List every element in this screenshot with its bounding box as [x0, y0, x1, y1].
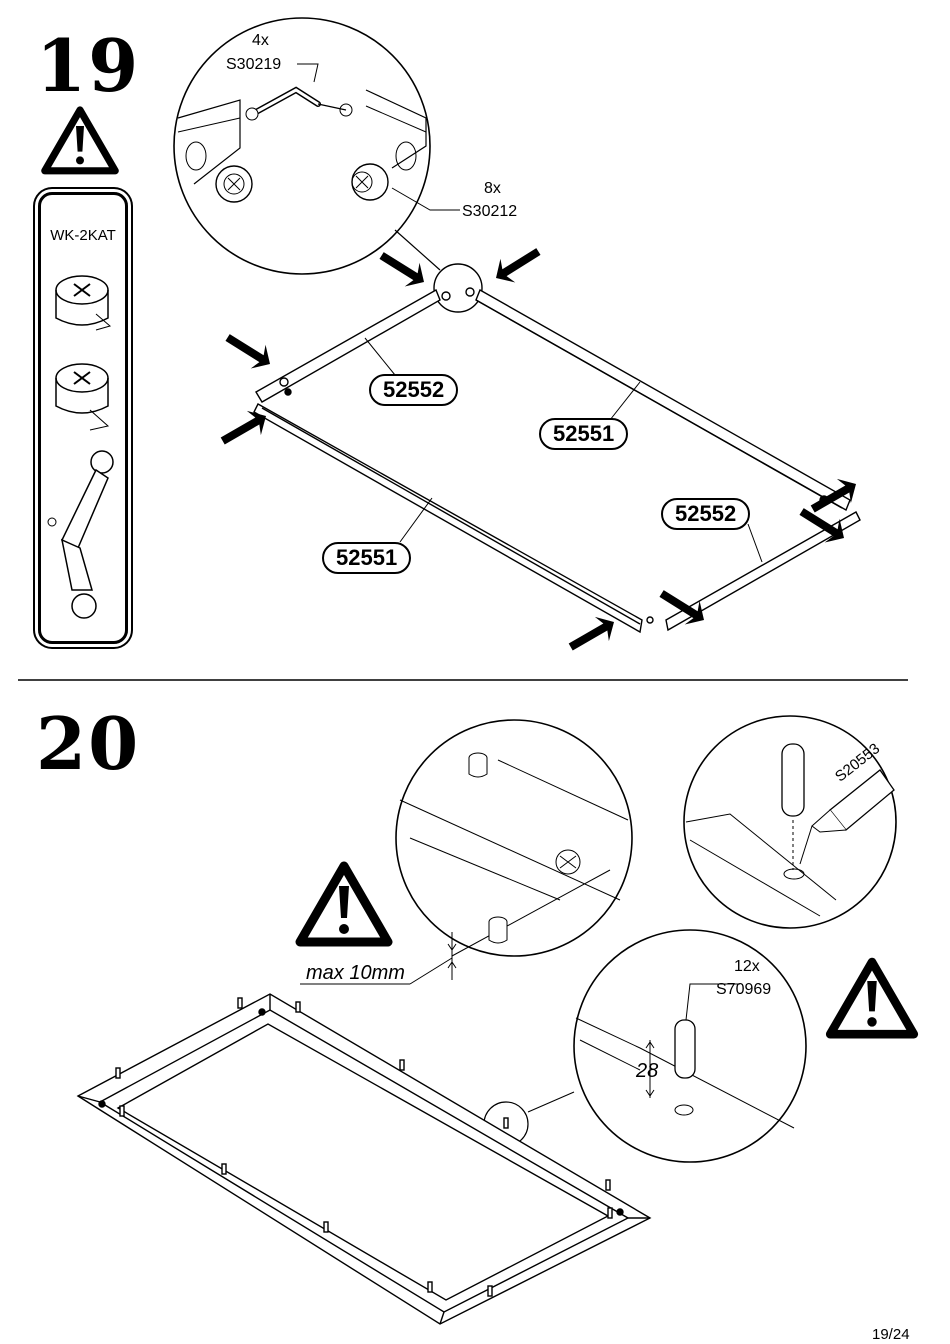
part-tag-52552-b: 52552 [661, 498, 751, 530]
warning-icon [300, 866, 388, 942]
detail-circle-dowel-depth [527, 929, 807, 1163]
fitting-code-1: S30219 [226, 56, 282, 73]
fitting-qty-2: 8x [484, 180, 501, 197]
dowel-qty: 12x [734, 958, 760, 975]
warning-icon [45, 110, 115, 171]
fitting-code-2: S30212 [462, 203, 518, 220]
part-tag-52551-b: 52551 [322, 542, 412, 574]
part-tag-52552-a: 52552 [369, 374, 459, 406]
tool-box: WK-2KAT [38, 192, 128, 644]
frame-assembly-19 [253, 287, 861, 634]
frame-assembly-20 [76, 993, 652, 1325]
tool-label: WK-2KAT [50, 227, 116, 244]
detail-circle-glue [683, 715, 897, 929]
step-number-19: 19 [36, 23, 141, 108]
tool-box-drawing [47, 275, 114, 619]
step-number-20: 20 [36, 701, 141, 786]
arrow-icons [215, 239, 863, 660]
part-leaders [364, 337, 763, 563]
warning-icon [830, 962, 914, 1034]
fitting-qty-1: 4x [252, 32, 269, 49]
detail-circle-cam-fittings [173, 17, 460, 275]
part-tag-52551-a: 52551 [539, 418, 629, 450]
page-number: 19/24 [872, 1326, 910, 1343]
dowel-depth-label: 28 [636, 1060, 659, 1082]
detail-circle-dowel-height [300, 719, 633, 985]
dowel-code: S70969 [716, 981, 772, 998]
max-height-label: max 10mm [306, 962, 405, 984]
